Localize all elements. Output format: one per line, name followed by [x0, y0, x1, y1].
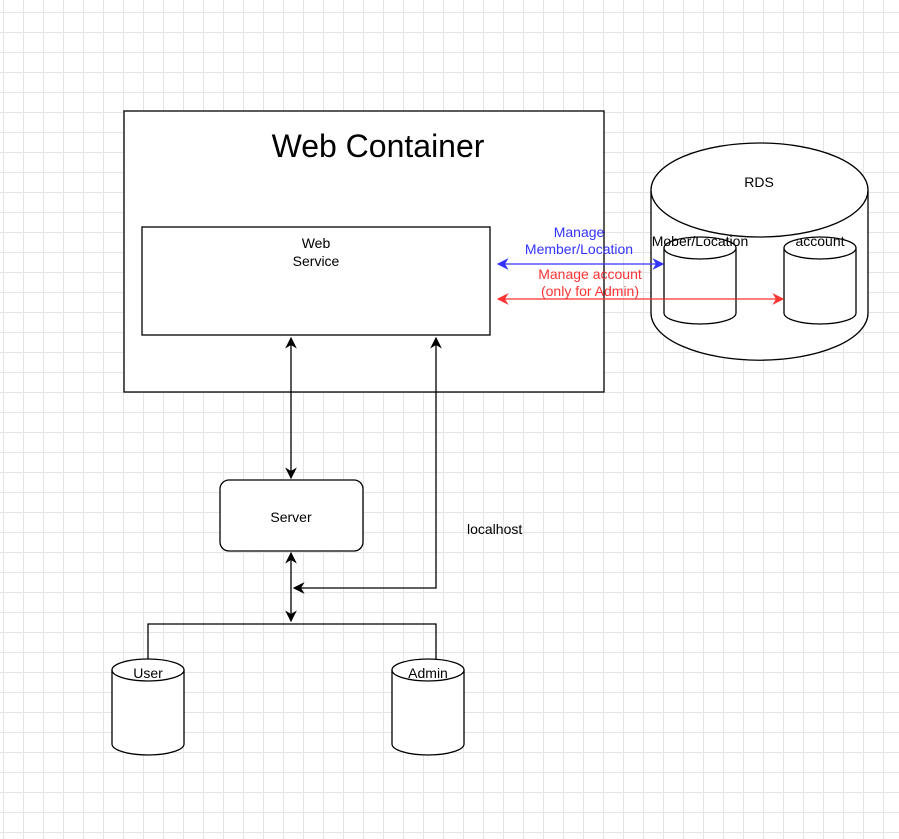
web-service-label-line2: Service	[293, 253, 340, 269]
user-node[interactable]: User	[111, 658, 185, 756]
web-service-label-line1: Web	[302, 235, 331, 251]
manage-member-edge[interactable]: Manage Member/Location	[496, 224, 665, 270]
member-location-db-label: Mober/Location	[652, 233, 749, 249]
member-location-db[interactable]: Mober/Location	[652, 233, 749, 325]
manage-member-label-line1: Manage	[554, 224, 605, 240]
rds-title: RDS	[744, 174, 774, 190]
user-label: User	[133, 665, 163, 681]
admin-label: Admin	[408, 665, 448, 681]
server-label: Server	[270, 509, 312, 525]
web-service[interactable]: Web Service	[141, 226, 491, 336]
account-db[interactable]: account	[783, 233, 857, 325]
clients-bus-line	[147, 623, 437, 659]
localhost-edge[interactable]	[292, 336, 442, 594]
admin-node[interactable]: Admin	[391, 658, 465, 756]
account-db-label: account	[795, 233, 844, 249]
manage-member-label-line2: Member/Location	[525, 241, 633, 257]
manage-account-label-line2: (only for Admin)	[541, 283, 639, 299]
server-node[interactable]: Server	[219, 479, 364, 552]
manage-account-label-line1: Manage account	[538, 266, 642, 282]
web-container-title: Web Container	[272, 128, 485, 164]
manage-account-edge[interactable]: Manage account (only for Admin)	[496, 266, 785, 305]
localhost-label: localhost	[467, 521, 522, 537]
